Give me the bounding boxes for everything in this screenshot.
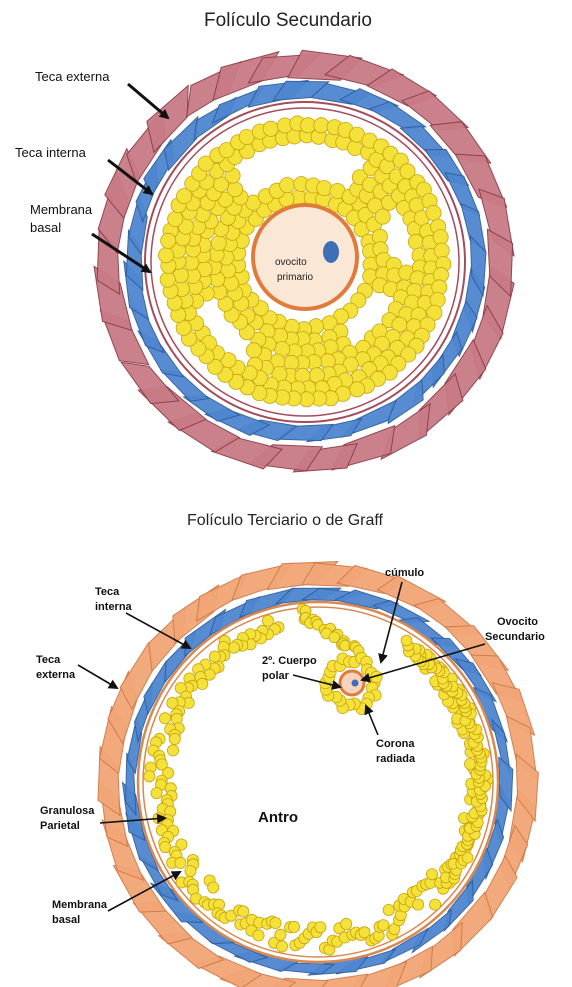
granulosa-cell	[375, 209, 390, 224]
cumulo-label: cúmulo	[385, 567, 424, 579]
granulosa-parietal-cell	[175, 857, 186, 868]
granulosa-parietal-cell	[383, 904, 394, 915]
granulosa-cell	[280, 178, 295, 193]
granulosa-parietal-cell	[238, 906, 249, 917]
granulosa-cell	[263, 121, 278, 136]
granulosa-parietal-cell	[253, 930, 264, 941]
ovocito-label-line1: Ovocito	[497, 616, 538, 628]
antro-label: Antro	[258, 809, 298, 826]
cuerpo-polar-label-line2: polar	[262, 670, 290, 682]
granulosa-parietal-cell	[401, 635, 412, 646]
granulosa-cell	[314, 118, 329, 133]
corona-label-line2: radiada	[376, 753, 416, 765]
cuerpo-polar-label-line1: 2º. Cuerpo	[262, 655, 317, 667]
teca-interna-label: Teca interna	[15, 145, 87, 160]
membrana-label-2-line1: Membrana	[52, 899, 108, 911]
figure1-title: Folículo Secundario	[204, 10, 372, 31]
granulosa-cell	[246, 343, 261, 358]
granulosa-cell	[159, 248, 174, 263]
granulosa-parietal-cell	[341, 918, 352, 929]
granulosa-parietal-cell	[185, 865, 196, 876]
membrana-label-line1: Membrana	[30, 202, 93, 217]
membrana-label-2-line2: basal	[52, 914, 80, 926]
secondary-follicle-figure: Folículo Secundario ovocito primario Tec…	[15, 10, 514, 472]
granulosa-label-line1: Granulosa	[40, 805, 95, 817]
membrana-label-line2: basal	[30, 220, 61, 235]
teca-interna-label-2-line2: interna	[95, 601, 133, 613]
granulosa-parietal-cell	[197, 678, 208, 689]
granulosa-parietal-cell	[167, 745, 178, 756]
granulosa-parietal-cell	[151, 788, 162, 799]
granulosa-parietal-cell	[262, 615, 273, 626]
granulosa-parietal-cell	[144, 771, 155, 782]
granulosa-cell	[317, 181, 332, 196]
granulosa-cell	[160, 272, 175, 287]
granulosa-cell	[426, 205, 441, 220]
granulosa-cell	[211, 236, 226, 251]
figure2-title: Folículo Terciario o de Graff	[187, 512, 384, 529]
ovocito-label-line2: Secundario	[485, 631, 545, 643]
tertiary-follicle-figure: Folículo Terciario o de Graff Antro cúmu…	[36, 512, 545, 987]
granulosa-parietal-cell	[270, 917, 281, 928]
granulosa-parietal-cell	[276, 941, 287, 952]
teca-externa-label-2-line2: externa	[36, 669, 76, 681]
granulosa-parietal-cell	[159, 713, 170, 724]
granulosa-parietal-cell	[413, 899, 424, 910]
teca-interna-label-2-line1: Teca	[95, 586, 120, 598]
granulosa-parietal-cell	[430, 899, 441, 910]
granulosa-cell	[434, 243, 449, 258]
granulosa-cell	[161, 233, 176, 248]
corona-label-line1: Corona	[376, 738, 415, 750]
oocyte-label-line1: ovocito	[275, 257, 307, 268]
granulosa-parietal-cell	[208, 882, 219, 893]
granulosa-parietal-cell	[209, 651, 220, 662]
teca-externa-arrow-2	[78, 665, 117, 688]
oocyte-label-line2: primario	[277, 272, 314, 283]
granulosa-parietal-cell	[378, 920, 389, 931]
granulosa-cell	[350, 382, 365, 397]
teca-externa-arrow	[128, 84, 168, 118]
granulosa-parietal-cell	[288, 921, 299, 932]
granulosa-cell	[433, 230, 448, 245]
granulosa-parietal-cell	[169, 733, 180, 744]
granulosa-label-line2: Parietal	[40, 820, 80, 832]
oocyte-nucleus	[323, 241, 339, 263]
granulosa-cell	[227, 182, 242, 197]
teca-externa-label-2-line1: Teca	[36, 654, 61, 666]
granulosa-cell	[168, 211, 183, 226]
secondary-oocyte-nucleus	[352, 680, 359, 687]
teca-externa-label: Teca externa	[35, 69, 110, 84]
granulosa-parietal-cell	[275, 929, 286, 940]
granulosa-parietal-cell	[315, 922, 326, 933]
granulosa-parietal-cell	[426, 869, 437, 880]
